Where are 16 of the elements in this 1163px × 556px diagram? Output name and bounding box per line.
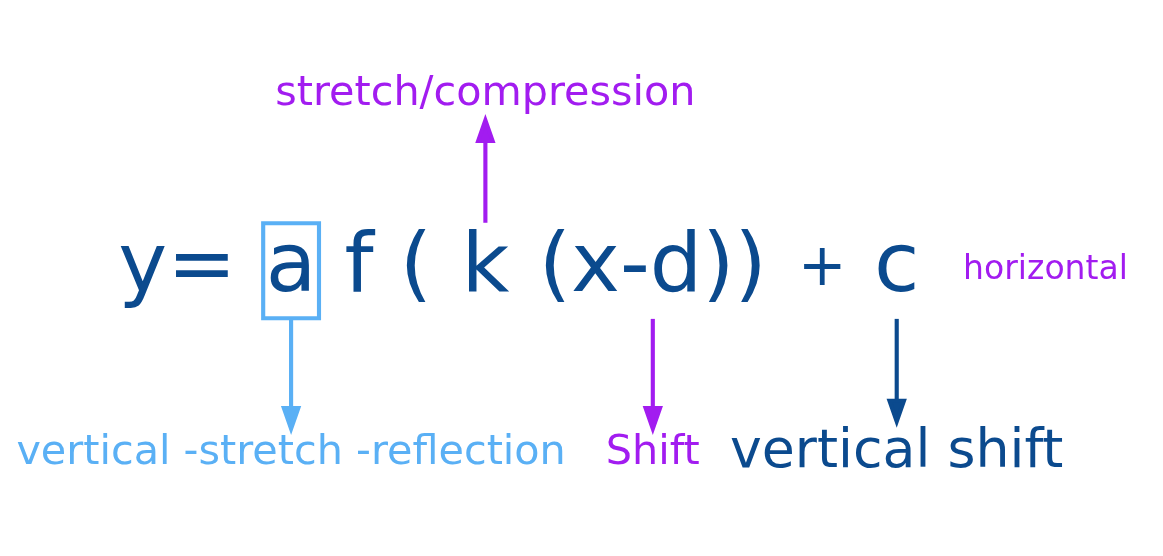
node-box: a	[261, 221, 322, 321]
label: horizontal	[963, 247, 1128, 287]
node-text: +	[798, 231, 847, 300]
node-text: Shift	[605, 426, 700, 475]
node-text: (x-d))	[538, 214, 767, 311]
node-text: y=	[118, 214, 237, 311]
arrow	[475, 114, 496, 223]
arrow	[280, 318, 302, 435]
node-text: c	[873, 214, 920, 311]
node-text: f (	[344, 214, 433, 311]
node-text: vertical shift	[729, 416, 1064, 480]
node-text: stretch/compression	[275, 67, 696, 116]
node-text: k	[461, 214, 510, 311]
arrow	[642, 318, 663, 435]
arrow	[886, 318, 907, 428]
node-text: vertical -stretch -reflection	[16, 426, 566, 475]
